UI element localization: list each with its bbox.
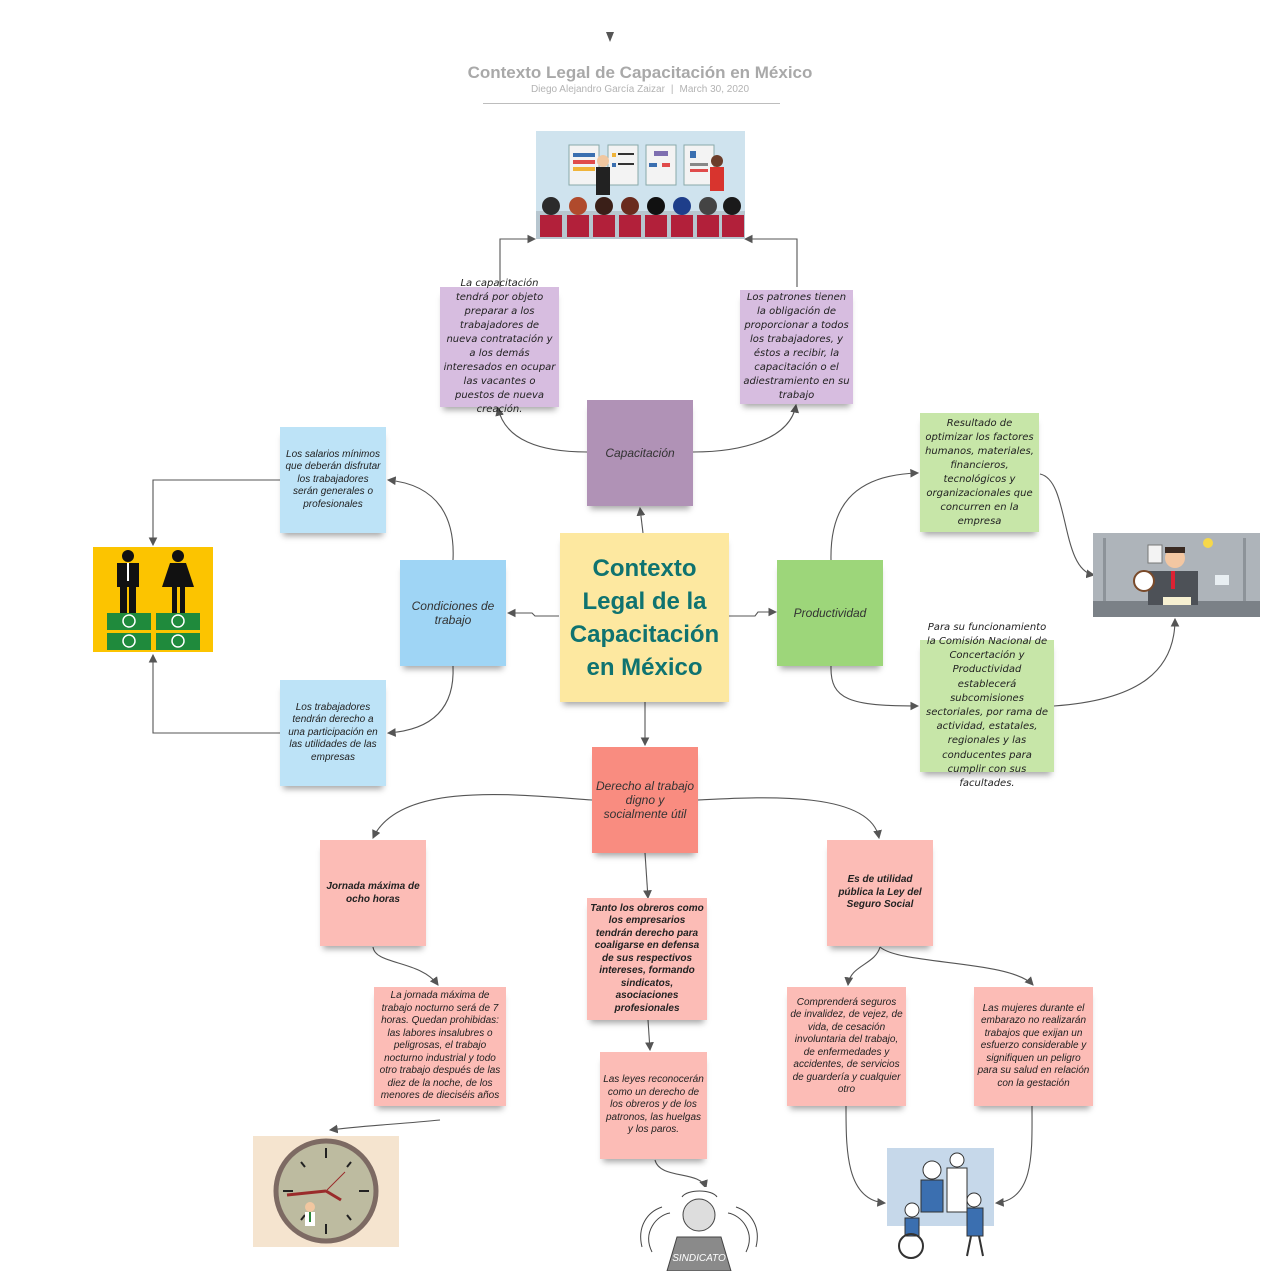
union-illustration-image: SINDICATO <box>622 1187 776 1271</box>
productividad-note-resultado: Resultado de optimizar los factores huma… <box>920 413 1039 532</box>
connector-center-condiciones <box>506 608 559 618</box>
connector-sindicatos-image <box>654 1159 708 1190</box>
connector-condiciones-note2 <box>386 665 454 737</box>
derecho-node-sindicatos[interactable]: Tanto los obreros como los empresarios t… <box>587 898 707 1020</box>
author-name: Diego Alejandro García Zaizar <box>530 84 665 95</box>
branch-node-condiciones[interactable]: Condiciones de trabajo <box>400 560 506 666</box>
connector-capacitacion-note2 <box>692 403 800 453</box>
connector-condiciones-note1 <box>386 476 454 561</box>
byline-separator: | <box>670 84 674 95</box>
derecho-node-jornada[interactable]: Jornada máxima de ocho horas <box>320 840 426 946</box>
connector-center-productividad <box>729 607 778 617</box>
capacitacion-note-obligacion: Los patrones tienen la obligación de pro… <box>740 290 853 404</box>
productividad-note-comision-text: Para su funcionamiento la Comisión Nacio… <box>926 621 1048 790</box>
derecho-node-sindicatos-label: Tanto los obreros como los empresarios t… <box>590 902 704 1014</box>
branch-node-capacitacion[interactable]: Capacitación <box>587 400 693 506</box>
branch-label-derecho: Derecho al trabajo digno y socialmente ú… <box>595 779 695 821</box>
branch-label-productividad: Productividad <box>793 606 867 620</box>
connector-sindicatos-note <box>645 1019 654 1052</box>
central-topic[interactable]: Contexto Legal de la Capacitación en Méx… <box>560 533 729 702</box>
condiciones-note-salarios: Los salarios mínimos que deberán disfrut… <box>280 427 386 533</box>
collapse-arrow-icon[interactable] <box>606 32 614 42</box>
seguro-note-coberturas: Comprenderá seguros de invalidez, de vej… <box>787 987 906 1106</box>
equal-pay-image <box>93 547 213 652</box>
sindicatos-note-huelgas-text: Las leyes reconocerán como un derecho de… <box>603 1074 704 1136</box>
sindicatos-note-huelgas: Las leyes reconocerán como un derecho de… <box>600 1052 707 1159</box>
branch-label-condiciones: Condiciones de trabajo <box>411 599 495 627</box>
connector-note2-image <box>743 234 798 287</box>
connector-derecho-seguro <box>697 797 882 840</box>
connector-cond-note1-image <box>148 479 280 547</box>
connector-prod-note2-image <box>1053 617 1180 707</box>
central-topic-label: Contexto Legal de la Capacitación en Méx… <box>569 554 720 681</box>
connector-seguro-note2 <box>879 946 1034 986</box>
branch-node-productividad[interactable]: Productividad <box>777 560 883 666</box>
capacitacion-note-objetivo: La capacitación tendrá por objeto prepar… <box>440 278 559 415</box>
connector-productividad-note1 <box>830 468 920 561</box>
connector-center-capacitacion <box>636 506 646 534</box>
seguro-note-coberturas-text: Comprenderá seguros de invalidez, de vej… <box>790 996 903 1096</box>
branch-node-derecho[interactable]: Derecho al trabajo digno y socialmente ú… <box>592 747 698 853</box>
connector-jornada-note <box>372 946 439 986</box>
clock-worker-image <box>253 1136 399 1247</box>
productividad-note-comision: Para su funcionamiento la Comisión Nacio… <box>920 622 1054 789</box>
document-byline: Diego Alejandro García Zaizar | March 30, … <box>0 84 1280 95</box>
jornada-note-nocturno-text: La jornada máxima de trabajo nocturno se… <box>379 990 501 1102</box>
derecho-node-seguro[interactable]: Es de utilidad pública la Ley del Seguro… <box>827 840 933 946</box>
connector-productividad-note2 <box>830 665 920 711</box>
connector-derecho-jornada <box>372 793 593 839</box>
productividad-note-resultado-text: Resultado de optimizar los factores huma… <box>925 417 1034 527</box>
condiciones-note-utilidades-text: Los trabajadores tendrán derecho a una p… <box>288 701 378 763</box>
connector-prod-note1-image <box>1039 473 1096 579</box>
branch-label-capacitacion: Capacitación <box>605 446 675 460</box>
title-divider <box>483 103 780 104</box>
derecho-node-jornada-label: Jornada máxima de ocho horas <box>326 881 420 905</box>
connector-jornada-image <box>328 1119 441 1134</box>
condiciones-note-salarios-text: Los salarios mínimos que deberán disfrut… <box>285 448 381 510</box>
social-security-image <box>887 1148 994 1260</box>
document-title: Contexto Legal de Capacitación en México <box>467 63 813 82</box>
document-date: March 30, 2020 <box>679 84 750 95</box>
seguro-note-embarazo: Las mujeres durante el embarazo no reali… <box>974 987 1093 1106</box>
derecho-node-seguro-label: Es de utilidad pública la Ley del Seguro… <box>838 874 922 911</box>
connector-derecho-sindicatos <box>643 852 652 900</box>
capacitacion-note-objetivo-text: La capacitación tendrá por objeto prepar… <box>443 278 556 415</box>
connector-seguro-note1 <box>844 946 881 987</box>
connector-seguro-note2-image <box>994 1105 1033 1207</box>
connector-cond-note2-image <box>148 653 280 734</box>
condiciones-note-utilidades: Los trabajadores tendrán derecho a una p… <box>280 680 386 786</box>
jornada-note-nocturno: La jornada máxima de trabajo nocturno se… <box>374 987 506 1106</box>
seguro-note-embarazo-text: Las mujeres durante el embarazo no reali… <box>977 1002 1090 1089</box>
training-presentation-image <box>536 131 745 239</box>
union-caption: SINDICATO <box>672 1253 726 1264</box>
connector-seguro-note1-image <box>845 1105 887 1207</box>
capacitacion-note-obligacion-text: Los patrones tienen la obligación de pro… <box>743 292 850 401</box>
multitasking-worker-image <box>1093 533 1260 617</box>
